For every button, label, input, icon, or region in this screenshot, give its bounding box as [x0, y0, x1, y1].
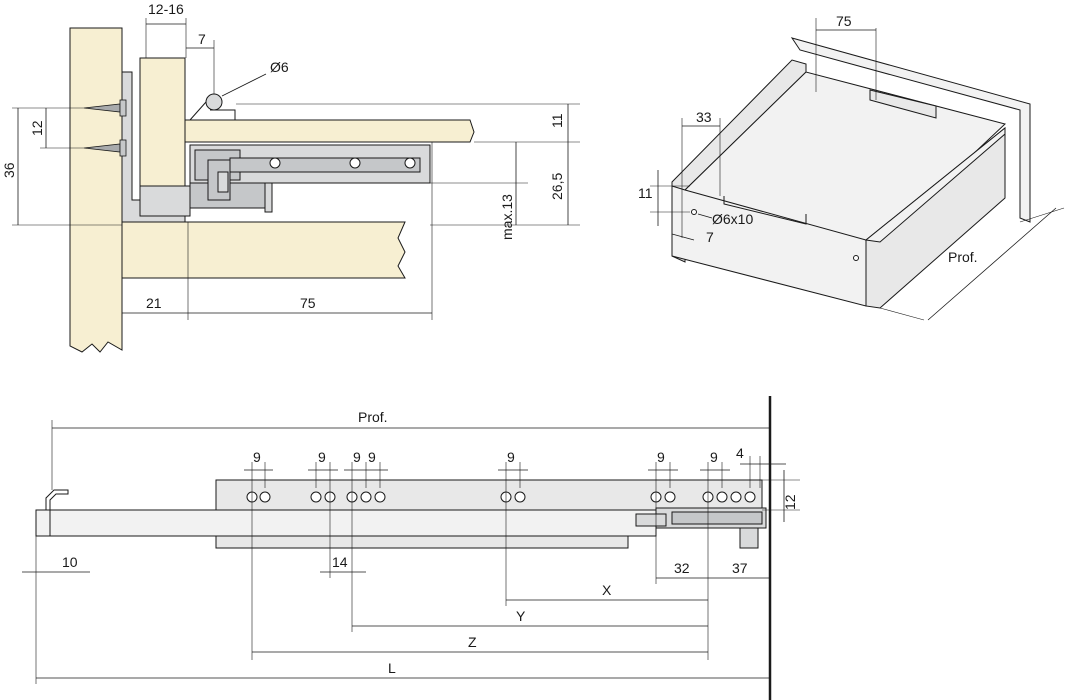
label-9-b: 9: [318, 449, 326, 465]
drawer-top-shelf: [184, 119, 475, 143]
label-y: Y: [516, 608, 526, 624]
label-32: 32: [674, 560, 690, 576]
label-dowel: Ø6: [270, 59, 289, 75]
drawer-side-panel: [139, 57, 186, 191]
label-l: L: [388, 660, 396, 676]
label-11-cs: 11: [549, 113, 565, 128]
drawer-bottom-panel: [121, 221, 406, 279]
persp-dimension-lines: [650, 18, 1065, 321]
label-75-cs: 75: [300, 295, 316, 311]
label-14: 14: [332, 554, 348, 570]
front-hook-icon: [45, 489, 69, 510]
label-33: 33: [696, 109, 712, 125]
label-hole: Ø6x10: [712, 211, 753, 227]
label-max-13: max.13: [499, 194, 515, 240]
slide-side-view: Prof. 9 9 9 9 9 9 9 4 12 10 14 32 37 X Y…: [22, 396, 800, 700]
label-9-g: 9: [710, 449, 718, 465]
label-21: 21: [146, 295, 162, 311]
label-37: 37: [732, 560, 748, 576]
rear-mechanism: [635, 507, 767, 549]
label-10: 10: [62, 554, 78, 570]
outer-rail: [215, 479, 763, 511]
screw-icon-lower: [83, 139, 127, 157]
label-9-d: 9: [368, 449, 376, 465]
label-11-persp: 11: [638, 185, 653, 201]
slide-mechanism: [139, 144, 431, 217]
slide-dimension-lines: [22, 420, 800, 684]
dowel-icon: [189, 93, 236, 121]
label-12-16: 12-16: [148, 1, 184, 17]
label-z: Z: [468, 634, 477, 650]
label-9-c: 9: [353, 449, 361, 465]
label-75-persp: 75: [836, 13, 852, 29]
back-panel: [790, 37, 1031, 223]
perspective-view: 75 33 11 Ø6x10 7 Prof.: [638, 13, 1065, 321]
label-prof-persp: Prof.: [948, 249, 978, 265]
label-4: 4: [736, 445, 744, 461]
screw-icon-upper: [83, 99, 127, 117]
cross-section-view: 12-16 7 Ø6 11 26,5 max.13 36 12 21 75: [1, 1, 580, 353]
cabinet-wall: [69, 27, 123, 353]
mounting-holes: [246, 491, 756, 503]
label-36: 36: [1, 162, 17, 178]
label-x: X: [602, 582, 612, 598]
label-12-slide: 12: [782, 494, 798, 510]
label-9-a: 9: [253, 449, 261, 465]
inner-rail: [35, 509, 657, 537]
label-7-cs: 7: [198, 31, 206, 47]
cs-dimension-lines: [12, 18, 580, 320]
label-9-f: 9: [657, 449, 665, 465]
label-26-5: 26,5: [549, 173, 565, 200]
label-12-cs: 12: [29, 120, 45, 136]
label-7-persp: 7: [706, 229, 714, 245]
label-prof-top: Prof.: [358, 409, 388, 425]
label-9-e: 9: [507, 449, 515, 465]
